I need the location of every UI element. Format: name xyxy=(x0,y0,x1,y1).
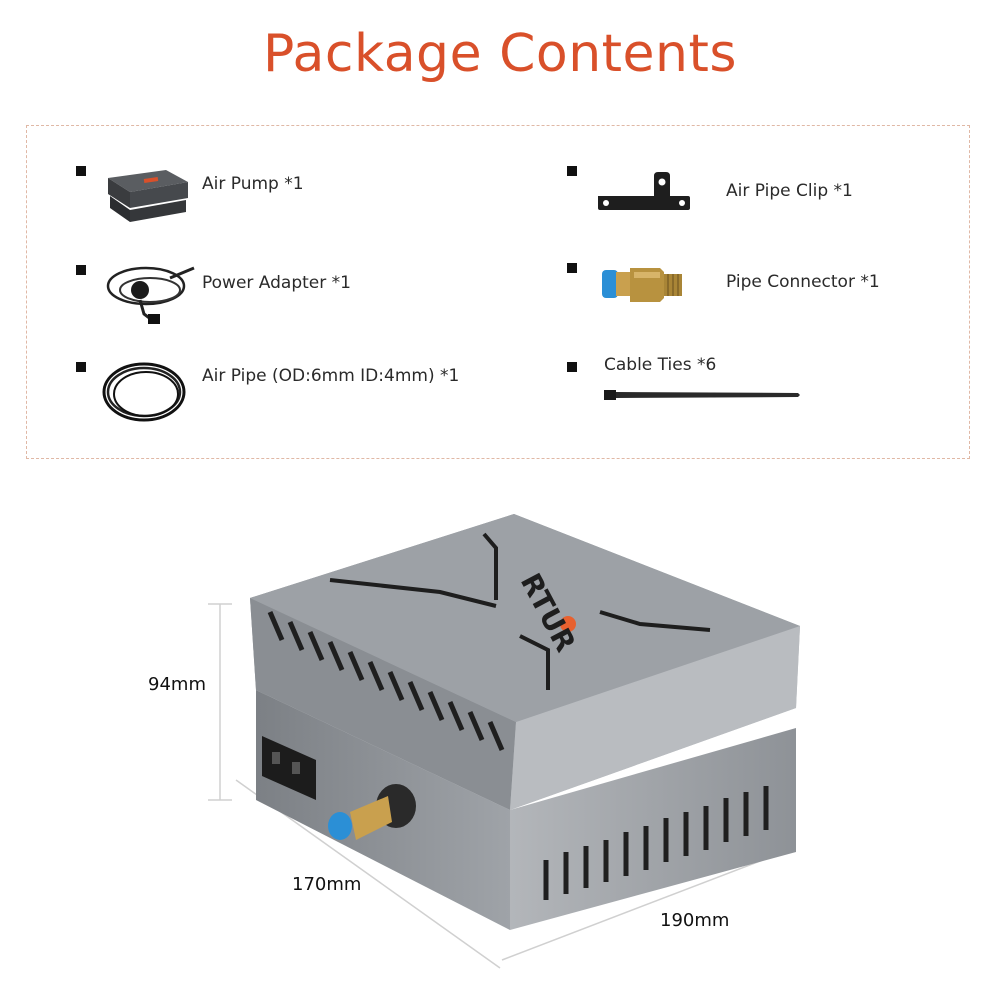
power-adapter-thumbnail xyxy=(106,266,195,324)
bullet-icon xyxy=(76,265,86,275)
width-dimension-label: 190mm xyxy=(660,910,730,931)
bullet-icon xyxy=(567,263,577,273)
item-label: Air Pump *1 xyxy=(202,174,304,194)
item-label: Power Adapter *1 xyxy=(202,273,351,293)
depth-dimension-label: 170mm xyxy=(292,874,362,895)
air-pipe-clip-thumbnail xyxy=(598,172,690,210)
cable-tie-thumbnail xyxy=(604,390,800,400)
air-pump-thumbnail xyxy=(108,170,188,222)
item-label: Pipe Connector *1 xyxy=(726,272,880,292)
air-pipe-thumbnail xyxy=(102,362,186,422)
pipe-connector-thumbnail xyxy=(602,268,682,302)
air-pump-illustration: RTUR xyxy=(208,514,800,969)
page-title: Package Contents xyxy=(263,24,737,84)
item-label: Air Pipe Clip *1 xyxy=(726,181,853,201)
bullet-icon xyxy=(76,362,86,372)
bullet-icon xyxy=(567,166,577,176)
item-label: Air Pipe (OD:6mm ID:4mm) *1 xyxy=(202,366,460,386)
height-dimension-label: 94mm xyxy=(148,674,206,695)
bullet-icon xyxy=(76,166,86,176)
item-label: Cable Ties *6 xyxy=(604,355,717,375)
package-contents-box xyxy=(26,125,970,459)
bullet-icon xyxy=(567,362,577,372)
